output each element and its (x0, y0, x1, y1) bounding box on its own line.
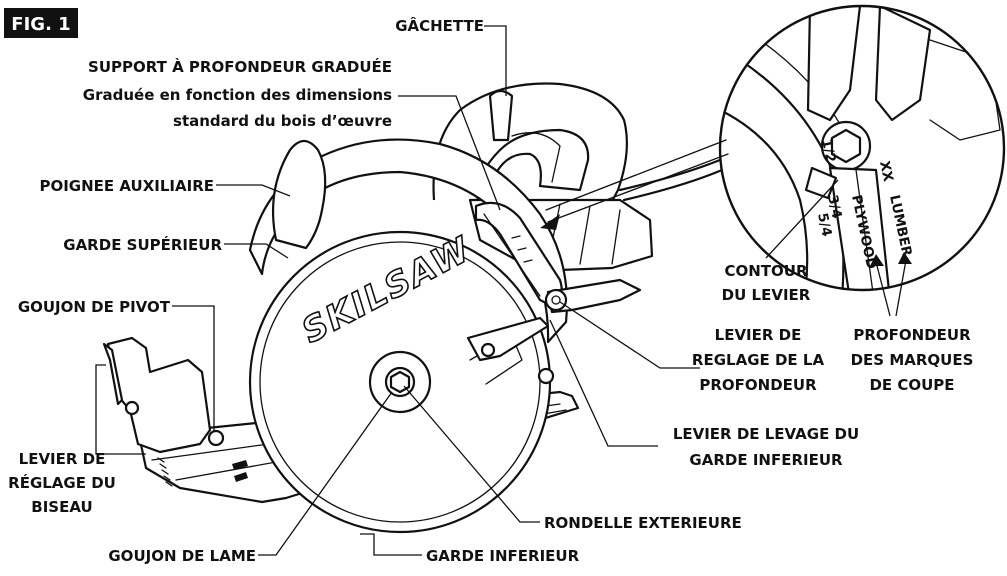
label-reglage-line2: REGLAGE DE LA (692, 351, 825, 369)
label-reglage-line1: LEVIER DE (715, 326, 802, 344)
label-biseau-line3: BISEAU (31, 498, 92, 516)
saw-illustration: SKILSAW (102, 82, 724, 534)
label-garde-superieur: GARDE SUPÉRIEUR (63, 235, 222, 254)
label-garde-inferieur: GARDE INFERIEUR (426, 547, 580, 565)
power-cord (618, 158, 722, 192)
scale-mark-3-4: 3/4 (824, 194, 845, 221)
label-reglage-line3: PROFONDEUR (699, 376, 817, 394)
scale-mark-1-2: 1/2 (818, 138, 839, 165)
label-biseau-line2: RÉGLAGE DU (8, 473, 116, 492)
leader-lines (95, 25, 907, 556)
label-goujon-lame: GOUJON DE LAME (108, 547, 256, 565)
figure-label: FIG. 1 (11, 14, 70, 35)
callout-labels: GÂCHETTE SUPPORT À PROFONDEUR GRADUÉE Gr… (8, 16, 973, 565)
label-support-line3: standard du bois d’œuvre (173, 112, 392, 130)
label-contour-line2: DU LEVIER (722, 286, 811, 304)
auxiliary-handle (271, 139, 327, 250)
label-levage-line2: GARDE INFERIEUR (689, 451, 843, 469)
label-rondelle: RONDELLE EXTERIEURE (544, 514, 742, 532)
label-levage-line1: LEVIER DE LEVAGE DU (673, 425, 859, 443)
bevel-bracket (106, 336, 212, 454)
trigger (488, 89, 514, 142)
scale-mark-5-4: 5/4 (814, 212, 835, 239)
upper-guard (248, 138, 569, 344)
scale-mark-xx: XX (876, 160, 896, 184)
label-goujon-pivot: GOUJON DE PIVOT (18, 298, 171, 316)
depth-lever (546, 278, 642, 314)
magnified-inset: 3/4 PLYWOOD XX LUMBER 1/2 5/4 (540, 4, 1006, 292)
pivot-stud (207, 429, 225, 447)
label-marques-line2: DES MARQUES (851, 351, 974, 369)
label-biseau-line1: LEVIER DE (19, 450, 106, 468)
label-marques-line1: PROFONDEUR (853, 326, 971, 344)
label-contour-line1: CONTOUR (724, 262, 807, 280)
figure-badge: FIG. 1 (4, 8, 78, 38)
label-support-line2: Graduée en fonction des dimensions (83, 86, 392, 104)
label-poignee: POIGNEE AUXILIAIRE (39, 177, 214, 195)
label-gachette: GÂCHETTE (395, 16, 484, 35)
bevel-scale (157, 457, 173, 487)
label-support-line1: SUPPORT À PROFONDEUR GRADUÉE (88, 57, 392, 76)
inset-frame (718, 4, 1006, 292)
bevel-lever (102, 342, 124, 406)
label-marques-line3: DE COUPE (869, 376, 954, 394)
